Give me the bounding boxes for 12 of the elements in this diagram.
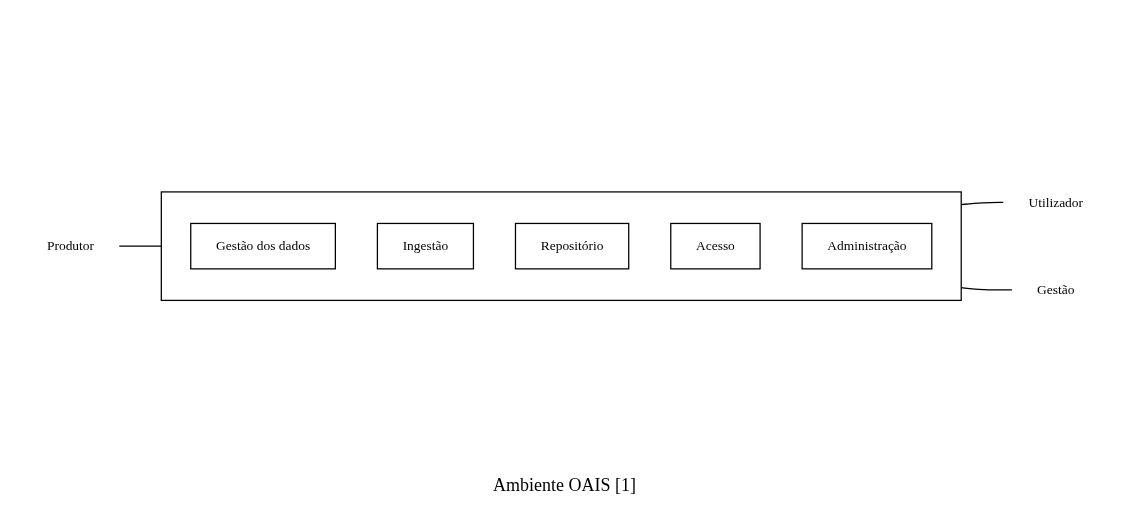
node-box: Acesso: [669, 223, 761, 270]
connector: [960, 202, 1004, 206]
node-box: Gestão dos dados: [189, 223, 336, 270]
cluster: [160, 191, 962, 302]
node-text: Utilizador: [1027, 195, 1083, 210]
node-box: Ingestão: [376, 223, 474, 270]
connector: [960, 287, 1012, 291]
node-box: Repositório: [514, 223, 629, 270]
caption: Ambiente OAIS [1]: [493, 474, 636, 496]
node-box: Administração: [801, 223, 932, 270]
node-text: Gestão: [1036, 282, 1074, 297]
node-text: Produtor: [46, 238, 94, 254]
